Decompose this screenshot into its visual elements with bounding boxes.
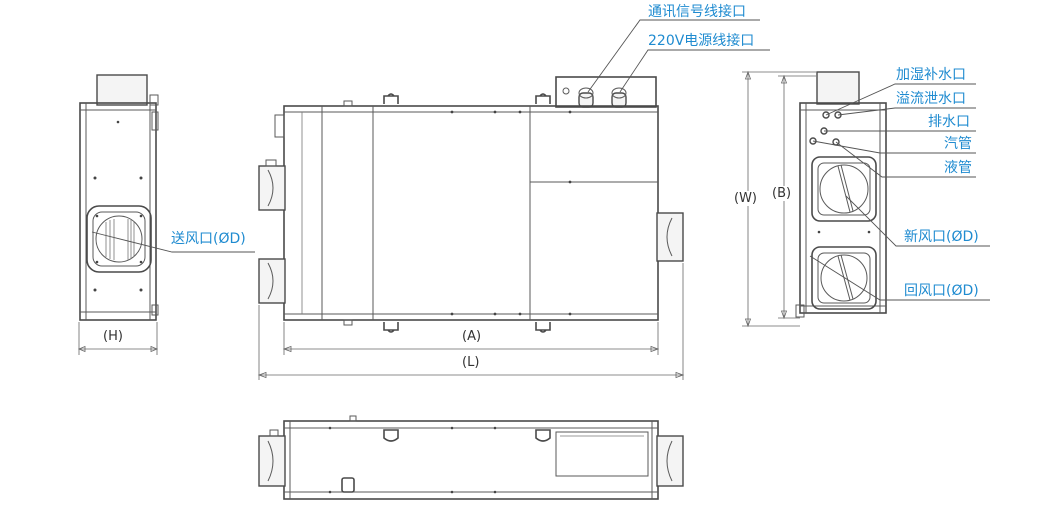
dimension-a [282, 322, 660, 355]
label-supply-air: 送风口(ØD) [171, 231, 246, 247]
dim-label-w: (W) [734, 191, 757, 206]
dimension-h [77, 322, 159, 355]
front-view [257, 19, 770, 380]
bottom-left-duct [258, 429, 286, 487]
left-side-view [77, 74, 255, 355]
return-air-port [811, 246, 877, 310]
fresh-air-port [811, 156, 877, 222]
label-steam-pipe: 汽管 [944, 136, 972, 152]
power-port-connector [611, 87, 627, 108]
label-power-port: 220V电源线接口 [648, 33, 755, 49]
label-fresh-air: 新风口(ØD) [904, 229, 979, 245]
label-overflow-drain: 溢流泄水口 [896, 91, 966, 107]
front-left-duct-upper [258, 159, 286, 211]
dim-label-l: (L) [462, 355, 480, 370]
dimension-l [257, 263, 685, 380]
right-side-view [742, 70, 990, 328]
bottom-right-duct [656, 435, 684, 487]
dim-label-b: (B) [772, 186, 792, 201]
label-comm-port: 通讯信号线接口 [648, 4, 746, 20]
label-return-air: 回风口(ØD) [904, 283, 979, 299]
water-fittings [809, 111, 842, 146]
bottom-view [258, 415, 684, 500]
label-liquid-pipe: 液管 [944, 160, 972, 176]
label-drain-outlet: 排水口 [928, 114, 970, 130]
dim-label-a: (A) [462, 329, 482, 344]
supply-air-port [86, 205, 152, 273]
label-humidify-inlet: 加湿补水口 [896, 67, 966, 83]
front-right-duct [656, 212, 684, 262]
front-left-duct-lower [258, 258, 286, 304]
comm-port-connector [578, 87, 594, 108]
dim-label-h: (H) [103, 329, 123, 344]
